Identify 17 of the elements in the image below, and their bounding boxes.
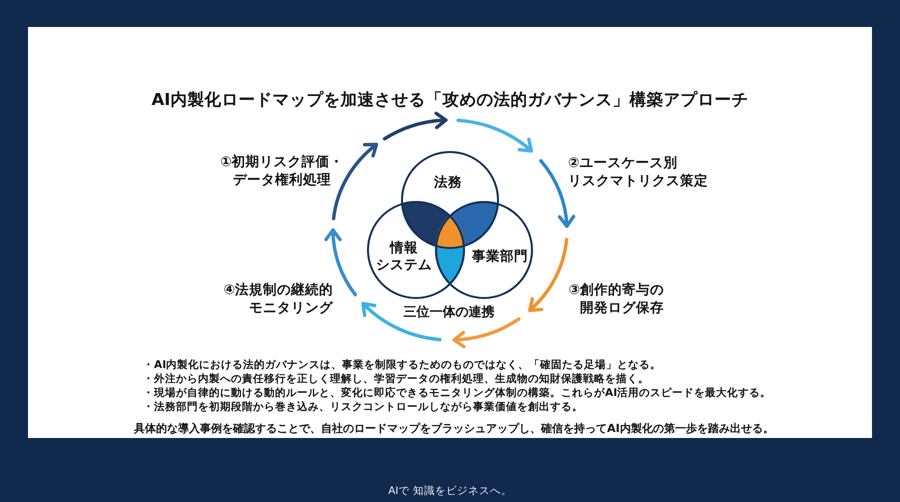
- step-label: ③創作的寄与の開発ログ保存: [568, 281, 664, 317]
- tagline: AIで 知識をビジネスへ。: [388, 484, 512, 499]
- venn-circle: [367, 201, 465, 299]
- step-label: ②ユースケース別リスクマトリクス策定: [568, 154, 708, 190]
- venn-caption: 三位一体の連携: [404, 304, 494, 322]
- bullet-point: ・外注から内製への責任移行を正しく理解し、学習データの権利処理、生成物の知財保護戦略を描く。: [143, 372, 649, 386]
- bullet-point: ・AI内製化における法的ガバナンスは、事業を制限するためのものではなく、「確固たる足場」となる。: [143, 358, 662, 372]
- bullet-point: ・現場が自律的に動ける動的ルールと、変化に即応できるモニタリング体制の構築。これらがAI活用のスピードを最大化する。: [143, 386, 772, 400]
- venn-label: 事業部門: [472, 248, 528, 266]
- venn-label: 情報システム: [376, 240, 432, 274]
- diagram-title: AI内製化ロードマップを加速させる「攻めの法的ガバナンス」構築アプローチ: [152, 89, 748, 111]
- summary-text: 具体的な導入事例を確認することで、自社のロードマップをブラッシュアップし、確信を持ってAI内製化の第一歩を踏み出せる。: [134, 421, 774, 437]
- venn-label: 法務: [434, 174, 462, 192]
- step-label: ①初期リスク評価・データ権利処理: [220, 153, 344, 189]
- step-label: ④法規制の継続的モニタリング: [224, 281, 333, 317]
- bullet-point: ・法務部門を初期段階から巻き込み、リスクコントロールしながら事業価値を創出する。: [143, 400, 583, 414]
- venn-circle: [435, 201, 533, 299]
